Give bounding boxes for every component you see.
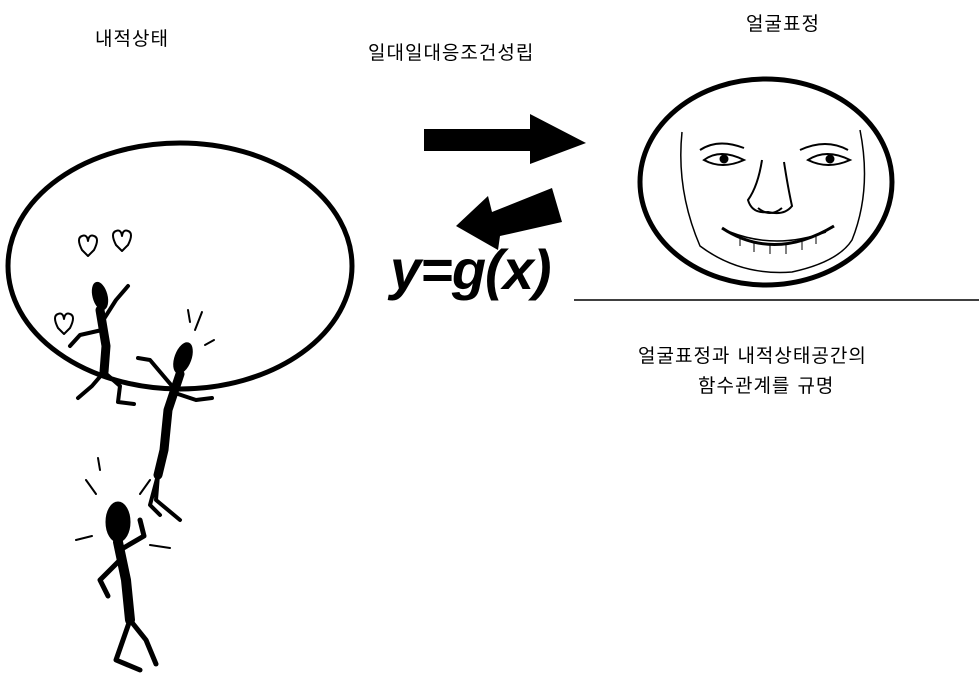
dancing-stick-figures-icon	[54, 229, 215, 673]
left-arrow-icon	[456, 188, 562, 250]
right-arrow-icon	[424, 114, 586, 164]
internal-state-circle	[5, 140, 355, 392]
smiling-face-icon	[637, 76, 895, 288]
description-line-1: 얼굴표정과 내적상태공간의	[638, 345, 867, 367]
facial-expression-label: 얼굴표정	[746, 13, 820, 35]
one-to-one-condition-label: 일대일대응조건성립	[368, 42, 535, 64]
mapping-formula: y=g(x)	[390, 238, 551, 301]
internal-state-label: 내적상태	[95, 28, 169, 50]
description-line-2: 함수관계를 규명	[698, 375, 835, 397]
